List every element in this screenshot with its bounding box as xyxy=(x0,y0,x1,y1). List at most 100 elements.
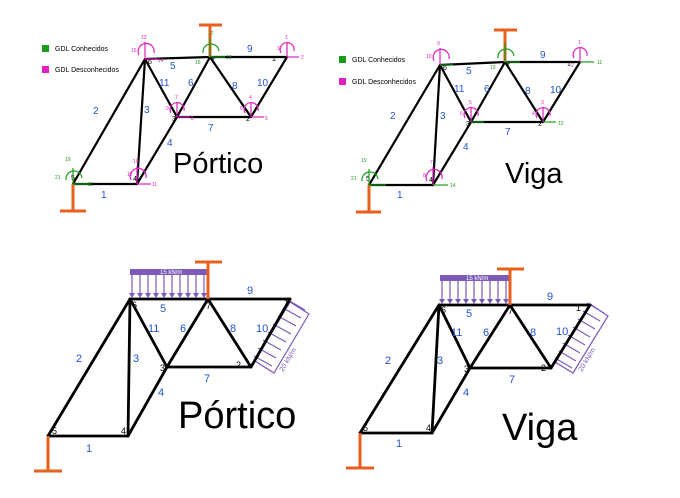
member-label-5: 5 xyxy=(466,66,472,77)
member-label-4: 4 xyxy=(463,387,469,399)
member-11 xyxy=(143,57,179,119)
dof-label: 2 xyxy=(571,63,574,69)
member-6 xyxy=(175,55,212,119)
member-3 xyxy=(430,303,441,435)
known-dof-legend-swatch xyxy=(42,45,49,52)
dof-label: 9 xyxy=(437,41,440,47)
member-label-10: 10 xyxy=(550,85,562,96)
dof-label: 18 xyxy=(226,55,232,61)
node-label-1: 1 xyxy=(576,303,581,313)
member-label-7: 7 xyxy=(208,123,214,134)
beam-title: Viga xyxy=(505,158,563,190)
dof-label: 7 xyxy=(430,160,433,166)
node-label-2: 2 xyxy=(236,360,241,370)
member-10 xyxy=(549,303,592,370)
dof-markers-beam: 1 11 2 3 12 4 5 6 7 14 8 9 10 19 21 13 xyxy=(351,40,602,189)
member-label-7: 7 xyxy=(204,373,210,385)
member-8 xyxy=(503,60,545,124)
member-label-8: 8 xyxy=(525,86,531,97)
dof-label: 14 xyxy=(450,183,456,189)
dof-label: 6 xyxy=(460,111,463,117)
frame-load-diagram: 15 kN/m xyxy=(34,260,310,473)
dof-label: 19 xyxy=(361,158,367,164)
dof-label: 8 xyxy=(423,173,426,179)
node-label-3: 3 xyxy=(160,363,165,373)
member-2 xyxy=(46,297,132,438)
node-label-6: 6 xyxy=(443,65,447,72)
member-2 xyxy=(358,303,441,435)
fixed-support-top xyxy=(195,260,222,299)
unknown-dof-legend-swatch xyxy=(339,78,346,85)
member-label-6: 6 xyxy=(188,78,194,89)
distributed-load-top-label: 15 kN/m xyxy=(466,276,488,282)
node-label-7: 7 xyxy=(206,301,211,311)
dof-label: 8 xyxy=(191,116,194,122)
member-10 xyxy=(541,60,582,124)
legend: GDL Conhecidos GDL Desconhecidos xyxy=(42,45,119,74)
member-4 xyxy=(431,120,473,187)
dof-node-3 xyxy=(169,102,190,118)
member-label-9: 9 xyxy=(247,44,253,55)
member-label-10: 10 xyxy=(257,78,269,89)
dof-label: 14 xyxy=(158,58,164,64)
fixed-support-top xyxy=(497,267,524,305)
fixed-support-bottom xyxy=(356,185,381,214)
frame-title: Pórtico xyxy=(173,148,263,180)
member-label-2: 2 xyxy=(76,353,82,365)
dof-node-4 xyxy=(129,166,151,185)
member-11 xyxy=(437,303,472,370)
dof-label: 2 xyxy=(301,55,304,61)
member-label-9: 9 xyxy=(247,285,253,297)
fixed-support-bottom xyxy=(60,184,86,213)
dof-label: 19 xyxy=(65,157,71,163)
dof-node-7 xyxy=(497,43,520,63)
dof-label: 13 xyxy=(141,35,147,41)
dof-label: 11 xyxy=(597,60,602,66)
member-label-7: 7 xyxy=(505,127,511,138)
member-2 xyxy=(367,63,442,187)
member-11 xyxy=(438,63,473,124)
member-6 xyxy=(165,297,210,369)
node-label-4: 4 xyxy=(121,426,126,436)
dof-label: 16 xyxy=(195,60,201,66)
node-label-3: 3 xyxy=(464,364,469,374)
member-4 xyxy=(135,115,179,186)
fixed-support-bottom xyxy=(34,436,62,473)
dof-node-4 xyxy=(425,167,443,185)
dof-node-6 xyxy=(137,42,158,60)
member-8 xyxy=(508,303,553,370)
dof-label: 10 xyxy=(426,54,432,60)
dof-label: 12 xyxy=(558,121,564,127)
dof-label: 1 xyxy=(578,40,581,46)
node-label-2: 2 xyxy=(246,116,250,123)
member-label-8: 8 xyxy=(230,323,236,335)
dof-label: 4 xyxy=(249,95,252,101)
member-label-11: 11 xyxy=(454,84,465,95)
member-6 xyxy=(468,303,512,370)
dof-label: 13 xyxy=(490,65,496,71)
member-label-5: 5 xyxy=(466,308,472,320)
dof-label: 3 xyxy=(541,100,544,106)
dof-markers-frame: 1 2 3 4 5 6 7 8 9 10 11 12 13 14 15 19 2… xyxy=(55,31,304,188)
member-6 xyxy=(469,60,507,124)
node-label-5: 5 xyxy=(52,426,57,436)
member-label-11: 11 xyxy=(451,327,462,339)
member-2 xyxy=(71,57,147,186)
node-label-7: 7 xyxy=(506,63,510,70)
node-label-4: 4 xyxy=(426,423,431,433)
member-3 xyxy=(135,57,147,186)
dof-label: 12 xyxy=(127,172,133,178)
node-label-1: 1 xyxy=(272,56,276,63)
distributed-load-side: 20 kN/m xyxy=(554,302,609,374)
member-label-7: 7 xyxy=(509,374,515,386)
dof-label: 10 xyxy=(133,159,139,165)
distributed-load-top: 15 kN/m xyxy=(129,269,207,298)
beam-dof-diagram: GDL Conhecidos GDL Desconhecidos 1 2 3 4… xyxy=(339,28,602,214)
frame-dof-diagram: GDL Conhecidos GDL Desconhecidos 1 2 3 4 xyxy=(42,23,304,213)
member-8 xyxy=(206,297,253,369)
beam-load-diagram: 15 kN/m xyxy=(346,267,609,470)
node-label-2: 2 xyxy=(541,363,546,373)
member-label-9: 9 xyxy=(540,50,546,61)
node-label-7: 7 xyxy=(211,58,215,65)
